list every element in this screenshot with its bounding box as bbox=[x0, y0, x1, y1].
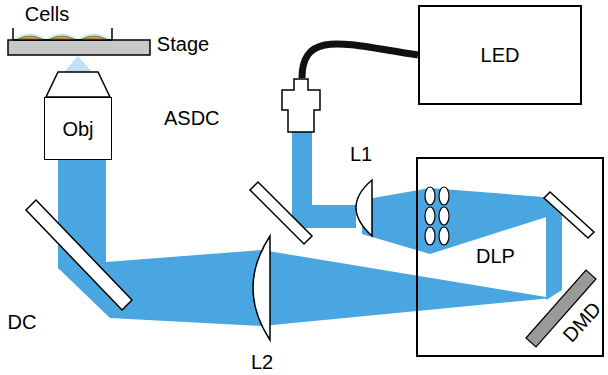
objective-nose bbox=[46, 72, 110, 97]
node-label: LED bbox=[481, 44, 520, 66]
objective-body: Obj bbox=[44, 97, 112, 160]
dichroic-mirror bbox=[26, 200, 132, 310]
illumination-cone bbox=[64, 56, 92, 72]
lenslet bbox=[439, 227, 449, 245]
well-plate bbox=[13, 28, 112, 40]
lens-l2 bbox=[253, 236, 270, 340]
fiber-output-beam bbox=[292, 132, 356, 228]
folded-beam bbox=[546, 205, 562, 300]
fiber-adapter: ASDC bbox=[160, 78, 324, 134]
optical-fiber bbox=[302, 44, 418, 78]
lenslet bbox=[439, 207, 449, 225]
dichroic-label: DC bbox=[8, 311, 37, 333]
lenslet bbox=[439, 187, 449, 205]
culture-medium bbox=[14, 34, 110, 40]
node-label: Obj bbox=[62, 118, 93, 140]
lenslet bbox=[425, 207, 435, 225]
asdc-connector bbox=[280, 78, 324, 134]
lenslet bbox=[425, 187, 435, 205]
lens-label: L1 bbox=[350, 143, 372, 165]
cell-layer bbox=[18, 36, 106, 39]
sample-label: Cells bbox=[25, 3, 69, 25]
led-source-box: LED bbox=[418, 5, 582, 105]
lenslet bbox=[425, 227, 435, 245]
dlp-mirror bbox=[544, 192, 594, 238]
lens-label: L2 bbox=[251, 351, 273, 373]
condenser-beam bbox=[362, 188, 556, 254]
stage-plate bbox=[8, 40, 150, 55]
lens-l1 bbox=[356, 180, 372, 236]
node-label: DLP bbox=[476, 245, 515, 267]
stage-label: Stage bbox=[157, 33, 209, 55]
fold-mirror bbox=[250, 182, 312, 244]
fly-eye-array bbox=[425, 187, 449, 245]
node-label: ASDC bbox=[164, 107, 220, 129]
